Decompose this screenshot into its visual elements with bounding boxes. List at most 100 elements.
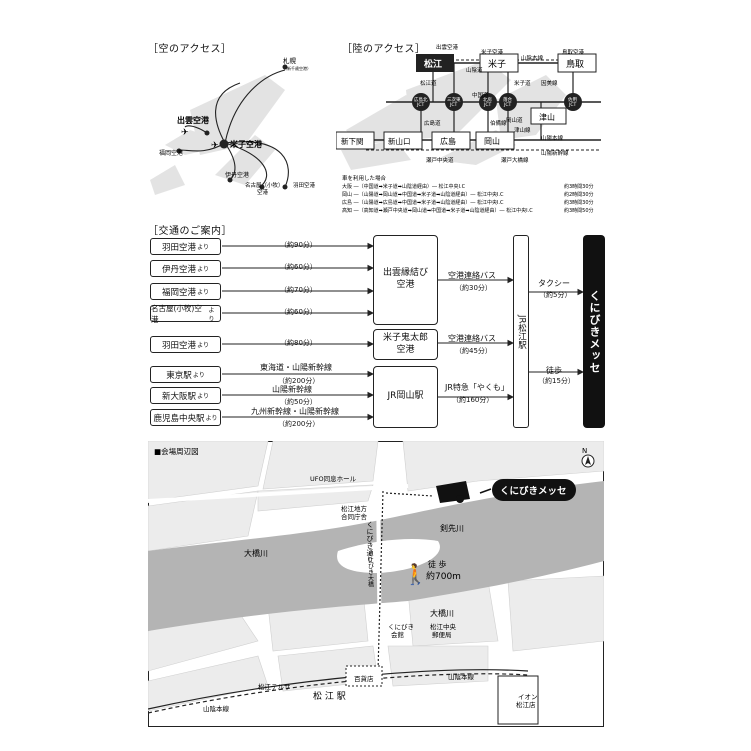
hub-izumo-airport: 出雲縁結び 空港 [373, 235, 438, 325]
taxi-label: タクシー [538, 279, 570, 288]
svg-text:三次東: 三次東 [447, 96, 461, 103]
taxi-time: （約5分） [539, 291, 572, 299]
land-okayama-road: 岡山道 [506, 116, 523, 124]
sky-access-map: 札幌 （新千歳空港） 出雲空港 米子空港 福岡空港 伊丹空港 名古屋（小牧）空港… [150, 56, 316, 196]
walk-label: 徒歩 [546, 366, 562, 375]
land-sanyo-shinkansen: 山陽新幹線 [541, 149, 569, 157]
land-yonago-road: 米子道 [514, 79, 531, 87]
origin-tokyo: 東京駅より [150, 366, 221, 383]
map-title: ■会場周辺図 [154, 446, 199, 456]
map-aeon-2: 松江店 [516, 700, 536, 709]
map-station: 松 江 駅 [313, 690, 346, 702]
sky-izumo: 出雲空港 [177, 115, 210, 125]
map-kunibiki-dori: くにびき通り [366, 521, 374, 563]
sky-sapporo-sub: （新千歳空港） [283, 65, 311, 71]
link-izumo-time: （約30分） [455, 284, 492, 292]
origin-kagoshima: 鹿児島中央駅より [150, 409, 221, 426]
map-ufo: UFO同息ホール [310, 474, 357, 483]
sky-sapporo: 札幌 [283, 56, 297, 65]
time-tokyo: （約200分） [278, 377, 320, 385]
sky-yonago: 米子空港 [229, 139, 263, 149]
land-shinyamaguchi: 新山口 [388, 136, 411, 146]
hub-okayama-station: JR岡山駅 [373, 366, 438, 428]
map-north: N [582, 447, 587, 455]
origin-shinosaka: 新大阪駅より [150, 387, 221, 404]
svg-text:北房: 北房 [483, 96, 492, 103]
land-sanyo-line: 山陽本線 [541, 134, 564, 142]
map-kunibiki-kaikan-2: 会館 [391, 630, 405, 639]
land-izumo-airport: 出雲空港 [436, 43, 459, 51]
map-post-2: 郵便局 [432, 630, 452, 639]
svg-text:JCT: JCT [568, 102, 576, 108]
venue-map: くにびきメッセ N 🚶 ■会場周辺図 UFO同息ホール 松江地方 合同庁舎 剣先… [148, 441, 604, 727]
map-post-1: 松江中央 [430, 622, 457, 631]
map-kunibiki-kaikan-1: くにびき [388, 623, 414, 631]
map-venue: くにびきメッセ [500, 485, 567, 497]
sky-nagoya: 名古屋（小牧）空港 [245, 181, 284, 196]
map-walk-label: 徒 歩 [428, 559, 447, 569]
map-terrsa: 松江テルサ [258, 682, 291, 691]
transport-title: ［交通のご案内］ [148, 226, 232, 237]
time-shinosaka: （約50分） [280, 398, 317, 406]
land-sanin-road: 山陰道 [466, 66, 483, 74]
land-tsuyama: 津山 [539, 112, 555, 122]
svg-text:JCT: JCT [449, 102, 457, 108]
time-itami: （約60分） [280, 263, 317, 271]
origin-nagoya: 名古屋(小牧)空港より [150, 304, 221, 324]
sky-haneda: 羽田空港 [293, 181, 316, 189]
land-okayama: 岡山 [484, 136, 500, 146]
land-yonago-airport: 米子空港 [481, 48, 504, 56]
route-time-3: 約3時間30分 [564, 199, 594, 206]
line-kagoshima: 九州新幹線・山陽新幹線 [251, 407, 339, 416]
plane-icon-izumo: ✈ [181, 128, 189, 138]
route-time-1: 約3時間30分 [564, 183, 594, 190]
map-kenzaki: 剣先川 [440, 523, 464, 533]
origin-itami: 伊丹空港より [150, 260, 221, 277]
origin-haneda-1: 羽田空港より [150, 238, 221, 255]
map-ohashi-2: 大橋川 [430, 608, 454, 618]
time-haneda-1: （約90分） [280, 241, 317, 249]
origin-fukuoka: 福岡空港より [150, 283, 221, 300]
time-haneda-2: （約80分） [280, 339, 317, 347]
sky-access-title: ［空のアクセス］ [148, 44, 232, 55]
land-hakubi-line: 伯備線 [490, 119, 507, 127]
walk-time: （約15分） [538, 377, 575, 385]
land-hiroshima: 広島 [440, 136, 456, 146]
map-walk-dist: 約700m [426, 570, 461, 582]
plane-icon-yonago: ✈ [211, 141, 219, 151]
hub-jr-matsue: JR松江駅 [513, 235, 529, 428]
route-time-4: 約3時間50分 [564, 207, 594, 214]
route-row-4: 高知 ―（高知道➡瀬戸中央道➡岡山道➡中国道➡米子道➡山陰道経由）― 松江中央I… [342, 207, 533, 214]
map-goudou-1: 松江地方 [341, 504, 368, 513]
land-sanin-line: 山陰本線 [521, 54, 544, 62]
map-sanin-2: 山陰本線 [448, 672, 475, 681]
line-tokyo: 東海道・山陽新幹線 [260, 363, 332, 372]
land-chugoku-road: 中国道 [472, 91, 489, 99]
land-seto-ohashi: 瀬戸大橋線 [501, 156, 529, 164]
link-izumo: 空港連絡バス [448, 271, 496, 280]
destination-kunibiki-messe: くにびきメッセ [583, 235, 605, 428]
land-seto-chuo: 瀬戸中央道 [426, 156, 454, 164]
land-yonago: 米子 [488, 58, 506, 70]
walker-icon: 🚶 [403, 562, 428, 586]
sky-fukuoka: 福岡空港 [159, 149, 183, 157]
svg-text:JCT: JCT [483, 102, 491, 108]
svg-text:広島北: 広島北 [414, 96, 428, 103]
line-shinosaka: 山陽新幹線 [272, 385, 312, 394]
map-ohashi-1: 大橋川 [244, 548, 268, 558]
time-fukuoka: （約70分） [280, 286, 317, 294]
land-matsue-road: 松江道 [420, 79, 437, 87]
map-kunibiki-ohashi: くにびき大橋 [367, 551, 374, 588]
map-aeon-1: イオン [518, 693, 538, 701]
land-hiroshima-road: 広島道 [424, 119, 441, 127]
link-yonago: 空港連絡バス [448, 334, 496, 343]
link-okayama-time: （約160分） [452, 396, 494, 404]
sky-itami: 伊丹空港 [225, 171, 249, 179]
land-inbi-road: 因美線 [541, 79, 558, 87]
svg-text:佐用: 佐用 [568, 96, 577, 103]
land-access-title: ［陸のアクセス］ [342, 44, 426, 55]
route-row-3: 広島 ―（山陽道➡広島道➡中国道➡米子道➡山陰道経由）― 松江中央I.C [342, 199, 504, 206]
origin-haneda-2: 羽田空港より [150, 336, 221, 353]
transport-connectors [222, 242, 585, 421]
